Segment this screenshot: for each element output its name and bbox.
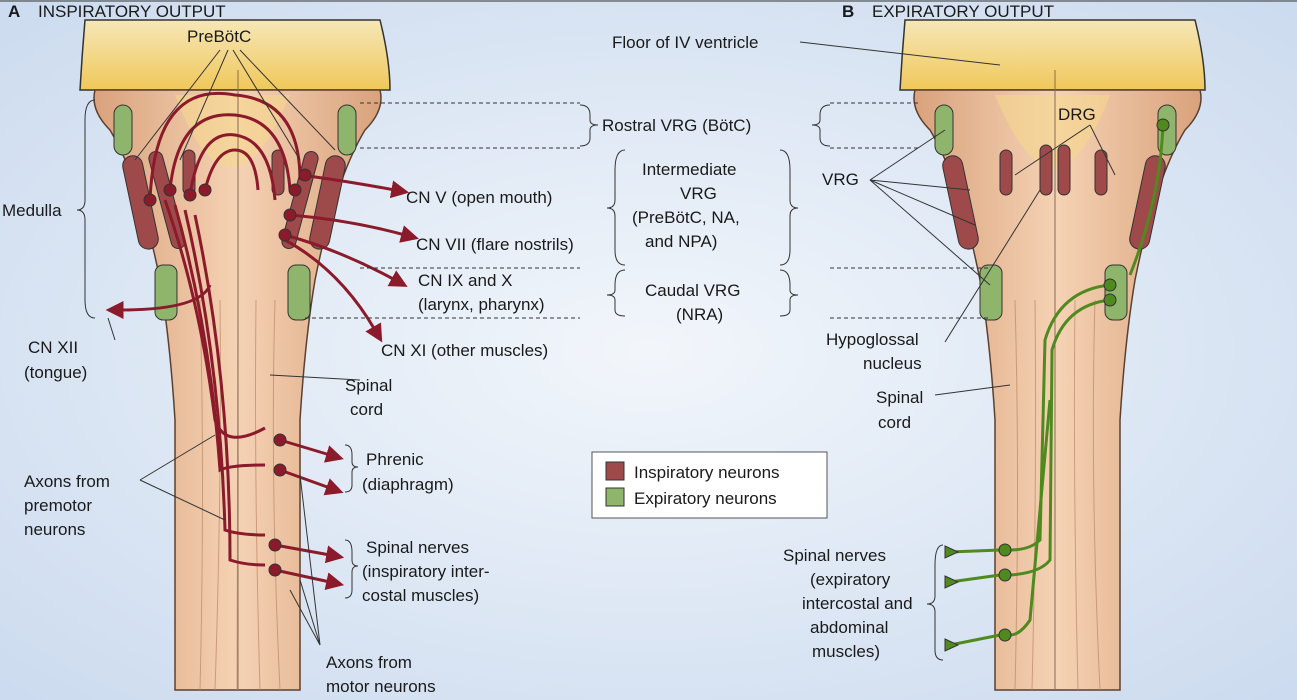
axons-motor-label-2: motor neurons [326, 677, 436, 696]
intermediate-vrg-label-3: (PreBötC, NA, [632, 208, 740, 227]
legend-label-expiratory: Expiratory neurons [634, 489, 777, 508]
phrenic-label-2: (diaphragm) [362, 475, 454, 494]
cn5-label: CN V (open mouth) [406, 188, 552, 207]
spinal-nerves-a-label-1: Spinal nerves [366, 538, 469, 557]
hypoglossal-label-1: Hypoglossal [826, 330, 919, 349]
axons-motor-label-1: Axons from [326, 653, 412, 672]
cn12-label-2: (tongue) [24, 363, 87, 382]
spinal-cord-a-label-2: cord [350, 400, 383, 419]
spinal-cord-b-label-1: Spinal [876, 388, 923, 407]
panel-a-title: INSPIRATORY OUTPUT [38, 2, 226, 21]
region-brackets [76, 99, 990, 661]
axons-premotor-label-2: premotor [24, 496, 92, 515]
caudal-vrg-left [154, 264, 178, 321]
cn7-label: CN VII (flare nostrils) [416, 235, 574, 254]
prebotc-label: PreBötC [187, 27, 251, 46]
intermediate-vrg-label-2: VRG [680, 184, 717, 203]
spinal-nerves-b-label-4: abdominal [810, 618, 888, 637]
spinal-nerves-b-label-5: muscles) [812, 642, 880, 661]
expiratory-somata-b [944, 118, 1170, 652]
intermediate-vrg-label-1: Intermediate [642, 160, 737, 179]
floor-label: Floor of IV ventricle [612, 33, 758, 52]
rostral-vrg-label: Rostral VRG (BötC) [602, 116, 751, 135]
spinal-cord-a-label-1: Spinal [345, 376, 392, 395]
rostral-vrg-right [337, 104, 357, 156]
intermediate-vrg-label-4: and NPA) [645, 232, 717, 251]
caudal-vrg-label-1: Caudal VRG [645, 281, 740, 300]
caudal-vrg-right [287, 264, 311, 321]
drg-label: DRG [1058, 105, 1096, 124]
spinal-nerves-b-label-1: Spinal nerves [783, 546, 886, 565]
panel-b-title: EXPIRATORY OUTPUT [872, 2, 1054, 21]
legend-box [591, 451, 828, 519]
cn11-label: CN XI (other muscles) [381, 341, 548, 360]
cn9-label-1: CN IX and X [418, 271, 513, 290]
inspiratory-axons-a [105, 91, 419, 591]
cn12-label-1: CN XII [28, 338, 78, 357]
spinal-nerves-a-label-3: costal muscles) [362, 586, 479, 605]
phrenic-label-1: Phrenic [366, 450, 424, 469]
panel-a-letter: A [8, 2, 20, 21]
rostral-vrg-left [113, 104, 133, 156]
legend-label-inspiratory: Inspiratory neurons [634, 463, 780, 482]
legend-swatch-inspiratory [605, 461, 625, 481]
legend-swatch-expiratory [605, 487, 625, 507]
ventricle-b [899, 19, 1206, 91]
vrg-label: VRG [822, 170, 859, 189]
spinal-nerves-a-label-2: (inspiratory inter- [362, 562, 490, 581]
spinal-cord-b-label-2: cord [878, 413, 911, 432]
caudal-vrg-label-2: (NRA) [676, 305, 723, 324]
spinal-nerves-b-label-3: intercostal and [802, 594, 913, 613]
panel-b-letter: B [842, 2, 854, 21]
axons-premotor-label-1: Axons from [24, 472, 110, 491]
leader-lines [107, 41, 1116, 646]
spinal-nerves-b-label-2: (expiratory [810, 570, 891, 589]
cn9-label-2: (larynx, pharynx) [418, 295, 545, 314]
axons-premotor-label-3: neurons [24, 520, 85, 539]
inspiratory-somata-a [143, 168, 312, 577]
medulla-label: Medulla [2, 201, 62, 220]
legend: Inspiratory neurons Expiratory neurons [591, 451, 828, 519]
hypoglossal-label-2: nucleus [863, 354, 922, 373]
ventricle-a [79, 19, 391, 91]
